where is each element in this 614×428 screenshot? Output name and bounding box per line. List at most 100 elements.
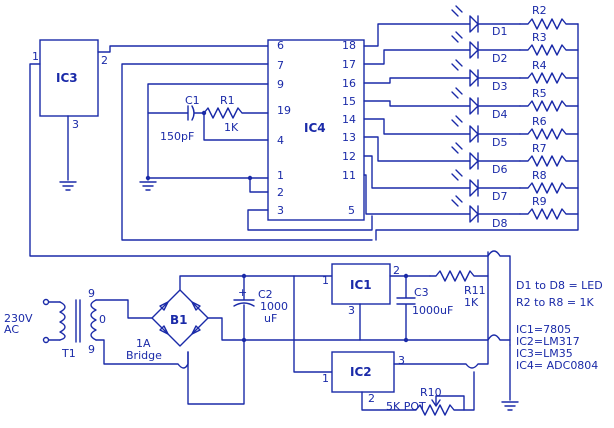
resistor-row-4: R5 [519, 87, 579, 112]
ic4-pin3-loop [247, 209, 373, 231]
tap-0: 0 [99, 313, 106, 326]
resistor-label: R4 [532, 59, 547, 72]
led-label: D1 [492, 25, 507, 38]
resistor-row-8: R9 [519, 195, 579, 220]
ic4-pin13: 13 [342, 131, 356, 144]
ic4-pin18-wire [363, 23, 471, 47]
resistor-label: R8 [532, 169, 547, 182]
ground-symbol-ic4 [139, 181, 157, 191]
led-row-2: D2 [451, 31, 521, 65]
ic2: IC2 1 2 3 [322, 351, 405, 405]
r1: R1 1K [193, 94, 269, 134]
bridge-label: B1 [170, 313, 188, 327]
ic4: IC4 6 7 9 19 4 1 2 3 18 17 16 15 14 13 1… [267, 39, 365, 221]
ic4-pin17: 17 [342, 58, 356, 71]
led-row-3: D3 [451, 59, 521, 93]
ic1-label: IC1 [350, 278, 372, 292]
ic2-label: IC2 [350, 365, 372, 379]
c2-plus: + [238, 286, 247, 299]
led-label: D7 [492, 190, 507, 203]
ic4-pin19: 19 [277, 104, 291, 117]
ic2-pin1-number: 1 [322, 372, 329, 385]
potentiometer-r10: R10 5K POT [361, 371, 475, 416]
ic1-pin1-number: 1 [322, 274, 329, 287]
ic2-pin3-number: 3 [398, 354, 405, 367]
resistor-label: R9 [532, 195, 547, 208]
c2-value-2: uF [264, 312, 277, 325]
r11-value: 1K [464, 296, 479, 309]
resistor-label: R3 [532, 31, 547, 44]
note-ic2: IC2=LM317 [516, 335, 580, 348]
led-label: D8 [492, 217, 507, 230]
c3-value: 1000uF [412, 304, 453, 317]
ic3: IC3 1 2 3 [32, 39, 108, 131]
c3-label: C3 [414, 286, 429, 299]
resistor-row-1: R2 [519, 4, 579, 30]
transformer-t1: 230V AC T1 9 0 9 [4, 287, 106, 360]
tap-9-top: 9 [88, 287, 95, 300]
ic3-label: IC3 [56, 71, 78, 85]
led-label: D6 [492, 163, 507, 176]
note-resistors: R2 to R8 = 1K [516, 296, 595, 309]
ic1-pin2-number: 2 [393, 264, 400, 277]
bridge-b1: B1 1A Bridge [126, 289, 209, 362]
ic3-pin3-number: 3 [72, 118, 79, 131]
r11-label: R11 [464, 284, 486, 297]
led-array: D1 D2 D3 D4 D5 D6 D7 [363, 4, 579, 241]
led-row-8: D8 [451, 195, 521, 230]
ic4-pin1: 1 [277, 169, 284, 182]
ic2-pin2-number: 2 [368, 392, 375, 405]
ic4-pin11-wire [363, 174, 471, 215]
c1-value: 150pF [160, 130, 194, 143]
ic3-pin1-number: 1 [32, 50, 39, 63]
resistor-label: R7 [532, 142, 547, 155]
ic4-pin13-wire [363, 136, 471, 162]
ic4-pin11: 11 [342, 169, 356, 182]
ic4-pin15: 15 [342, 95, 356, 108]
tap-9-bottom: 9 [88, 343, 95, 356]
ground-rail [243, 334, 511, 341]
bridge-plus-wire [179, 275, 245, 291]
resistor-row-6: R7 [519, 142, 579, 167]
transformer-label: T1 [61, 347, 76, 360]
resistor-r11: R11 1K [429, 251, 489, 309]
ic4-pin12-wire [363, 155, 471, 189]
ic4-pin7: 7 [277, 59, 284, 72]
led-row-5: D5 [451, 115, 521, 149]
resistor-row-2: R3 [519, 31, 579, 56]
ic4-label: IC4 [304, 121, 326, 135]
ic4-pin12: 12 [342, 150, 356, 163]
led-row-7: D7 [451, 169, 521, 203]
ground-return-wire [187, 339, 245, 405]
ic4-pin17-wire [363, 49, 471, 65]
ic4-pin2: 2 [277, 186, 284, 199]
component-notes: D1 to D8 = LED R2 to R8 = 1K IC1=7805 IC… [516, 279, 603, 372]
ic3-pin1-wire [29, 63, 511, 346]
capacitor-c3: C3 1000uF [396, 275, 453, 341]
bridge-rating: 1A [136, 337, 151, 350]
resistor-label: R5 [532, 87, 547, 100]
ic4-pin15-wire [363, 100, 471, 107]
c1-label: C1 [185, 94, 200, 107]
c1-r1-to-pin4 [203, 112, 269, 141]
ic4-pin16-wire [363, 77, 471, 84]
led-common-rail [375, 23, 579, 241]
junction [403, 337, 409, 343]
ic4-pin14: 14 [342, 113, 356, 126]
junction [247, 175, 253, 181]
bridge-minus-wire [207, 317, 245, 341]
resistor-label: R2 [532, 4, 547, 17]
note-ic4: IC4= ADC0804 [516, 359, 598, 372]
resistor-label: R6 [532, 115, 547, 128]
led-label: D4 [492, 108, 507, 121]
capacitor-c2: + C2 1000 uF [233, 275, 288, 341]
ic4-pin4: 4 [277, 134, 284, 147]
ic2-output-wire [393, 275, 489, 369]
ic4-pin9-wire [147, 83, 269, 181]
ic4-pin3: 3 [277, 204, 284, 217]
ground-symbol-ic3 [59, 181, 77, 191]
junction [145, 175, 151, 181]
mains-type: AC [4, 323, 19, 336]
c1: C1 150pF [147, 94, 200, 143]
c2-value-1: 1000 [260, 300, 288, 313]
